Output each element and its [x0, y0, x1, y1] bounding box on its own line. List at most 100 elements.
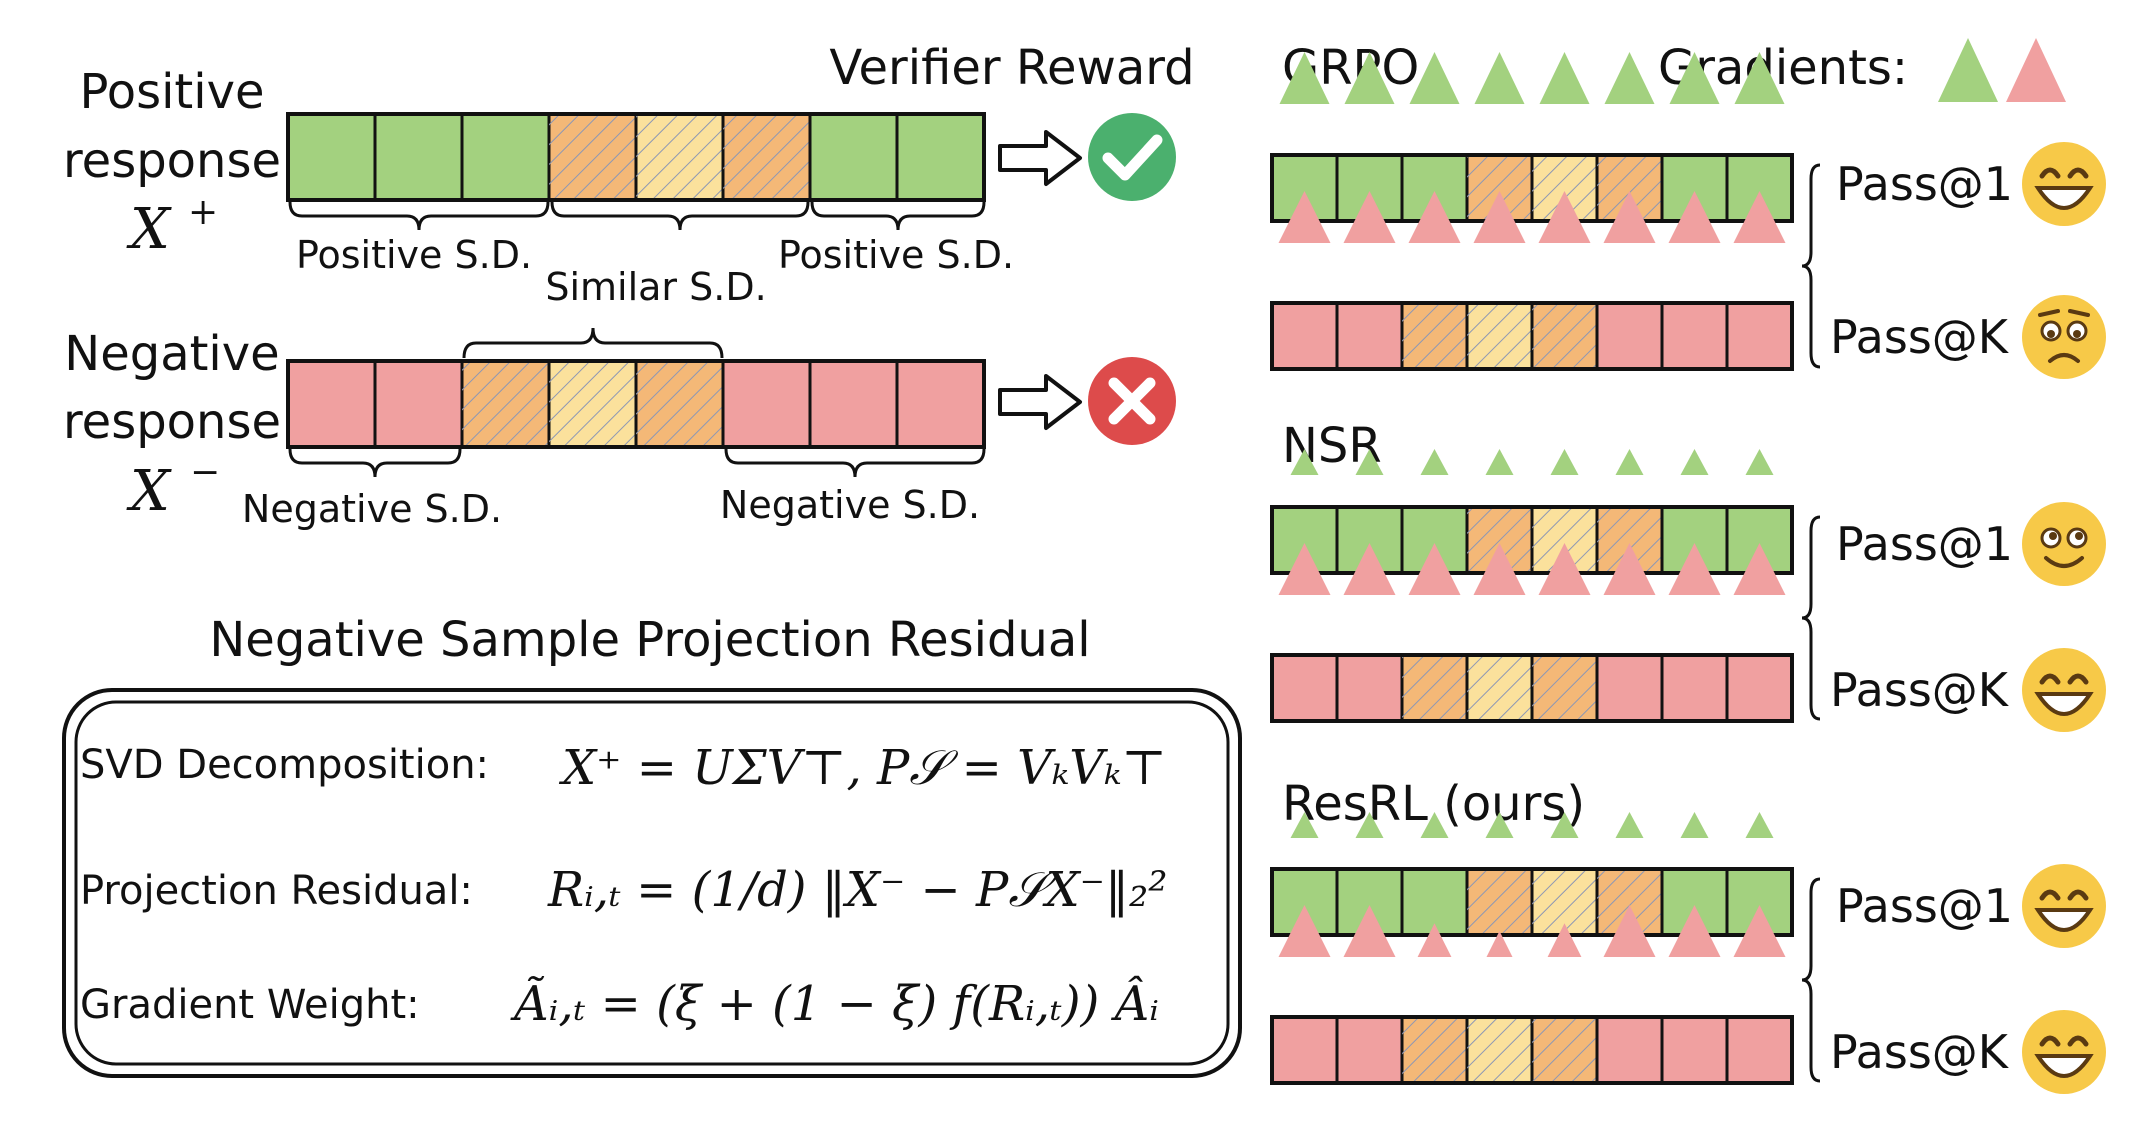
positive-gradient-triangle: [1745, 449, 1774, 475]
positive-token-cell-hatch: [636, 114, 723, 200]
method-negative-token-cell-hatch: [1532, 1017, 1597, 1083]
positive-token-cell: [286, 112, 377, 202]
verifier-reward-label: Verifier Reward: [829, 40, 1194, 96]
positive-gradient-triangle: [1615, 449, 1644, 475]
positive-gradient-triangle: [1420, 449, 1449, 475]
method-negative-token-cell: [1270, 301, 1339, 371]
positive-gradient-triangle: [1734, 52, 1785, 104]
negative-gradient-triangle: [1547, 923, 1582, 957]
negative-sd-right-brace: [724, 448, 986, 478]
method-negative-token-cell-hatch: [1467, 655, 1532, 721]
method-positive-token-cell-hatch: [1467, 869, 1532, 935]
check-icon: [1088, 113, 1176, 201]
cross-icon: [1088, 357, 1176, 445]
negative-arrow-icon: [998, 374, 1082, 430]
pass1-label: Pass@1: [1836, 879, 2013, 933]
negative-gradient-triangle: [1603, 905, 1656, 957]
pass-brace: [1801, 877, 1821, 1083]
method-negative-token-cell-hatch: [1532, 303, 1597, 369]
method-negative-token-outline: [1270, 301, 1794, 371]
pass1-label: Pass@1: [1836, 517, 2013, 571]
negative-gradient-triangle: [1343, 543, 1396, 595]
negative-gradient-triangle: [1668, 191, 1721, 243]
grinning-face-icon: [2022, 1010, 2106, 1094]
negative-gradient-triangle: [1278, 905, 1331, 957]
positive-arrow-icon: [998, 130, 1082, 186]
method-negative-token-cell-hatch: [1402, 1017, 1467, 1083]
positive-sd-right-brace: [810, 201, 986, 231]
residual-title: Negative Sample Projection Residual: [209, 612, 1090, 668]
negative-gradient-triangle: [1278, 191, 1331, 243]
negative-gradient-triangle: [1343, 905, 1396, 957]
positive-gradient-triangle: [1485, 449, 1514, 475]
method-negative-token-cell: [1725, 653, 1794, 723]
method-negative-token-cell: [1335, 653, 1404, 723]
negative-gradient-triangle: [1343, 191, 1396, 243]
formula-label-gradient: Gradient Weight:: [80, 982, 420, 1028]
negative-gradient-triangle: [1538, 191, 1591, 243]
positive-gradient-triangle: [1485, 812, 1514, 838]
negative-gradient-triangle: [1278, 543, 1331, 595]
positive-gradient-triangle: [1669, 52, 1720, 104]
method-positive-token-outline: [1270, 505, 1794, 575]
method-negative-token-cell: [1335, 301, 1404, 371]
method-negative-token-outline: [1270, 1015, 1794, 1085]
positive-token-cell-hatch: [549, 114, 636, 200]
worried-face-icon: [2022, 295, 2106, 379]
positive-response-group: Positive response X + Verifier Reward Po…: [63, 40, 1195, 309]
positive-gradient-triangle: [1550, 812, 1579, 838]
gradient-legend-red-triangle: [2006, 38, 2066, 102]
positive-symbol: X: [126, 197, 172, 262]
positive-gradient-triangle: [1420, 812, 1449, 838]
formula-label-residual: Projection Residual:: [80, 868, 473, 914]
negative-token-cell-hatch: [462, 361, 549, 447]
negative-token-cell-hatch: [549, 361, 636, 447]
negative-gradient-triangle: [1733, 191, 1786, 243]
negative-label-line1: Negative: [64, 326, 279, 382]
smiling-face-icon: [2022, 502, 2106, 586]
negative-sd-right-label: Negative S.D.: [720, 483, 980, 527]
positive-token-outline: [286, 112, 986, 202]
similar-sd-lower-brace: [550, 201, 810, 231]
negative-label-line2: response: [63, 394, 281, 450]
method-negative-token-cell: [1270, 1015, 1339, 1085]
positive-gradient-triangle: [1550, 449, 1579, 475]
method-positive-token-outline: [1270, 867, 1794, 937]
method-negative-token-cell: [1725, 1015, 1794, 1085]
positive-label-line1: Positive: [79, 64, 264, 120]
positive-token-cell: [373, 112, 464, 202]
formula-gradient: Ãᵢ,ₜ = (ξ + (1 − ξ) f(Rᵢ,ₜ)) Âᵢ: [510, 975, 1159, 1032]
negative-token-outline: [286, 359, 986, 449]
gradients-legend: Gradients:: [1658, 38, 2066, 102]
negative-sd-left-brace: [288, 448, 462, 478]
method-negative-token-cell-hatch: [1467, 303, 1532, 369]
negative-token-cell: [721, 359, 812, 449]
positive-gradient-triangle: [1290, 812, 1319, 838]
positive-gradient-triangle: [1409, 52, 1460, 104]
negative-gradient-triangle: [1473, 191, 1526, 243]
passk-label: Pass@K: [1830, 1025, 2010, 1079]
pass-brace: [1801, 163, 1821, 369]
negative-token-cell: [808, 359, 899, 449]
positive-gradient-triangle: [1279, 52, 1330, 104]
formula-label-svd: SVD Decomposition:: [80, 742, 489, 788]
positive-token-cell: [460, 112, 551, 202]
method-negative-token-cell: [1660, 1015, 1729, 1085]
grinning-face-icon: [2022, 142, 2106, 226]
grinning-face-icon: [2022, 648, 2106, 732]
similar-sd-upper-brace: [462, 327, 724, 359]
method-negative-token-outline: [1270, 653, 1794, 723]
grinning-face-icon: [2022, 864, 2106, 948]
method-negative-token-cell: [1660, 301, 1729, 371]
method-negative-token-cell-hatch: [1532, 655, 1597, 721]
negative-gradient-triangle: [1408, 191, 1461, 243]
method-negative-token-cell: [1725, 301, 1794, 371]
positive-gradient-triangle: [1539, 52, 1590, 104]
method-negative-token-cell: [1335, 1015, 1404, 1085]
passk-label: Pass@K: [1830, 310, 2010, 364]
negative-gradient-triangle: [1538, 543, 1591, 595]
